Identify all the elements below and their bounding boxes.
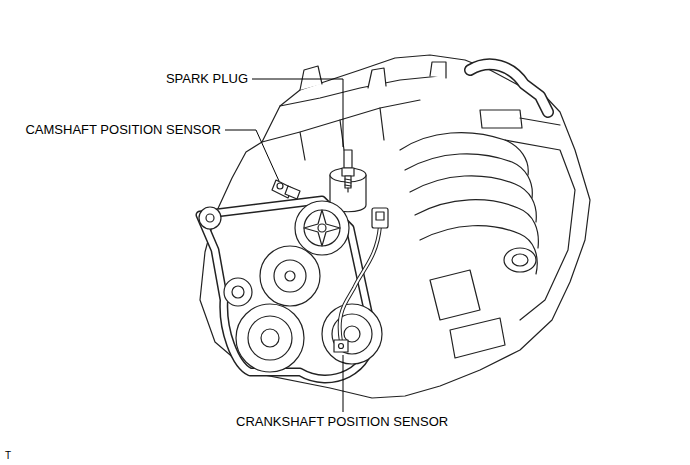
leader-line (225, 130, 279, 181)
part-label: CRANKSHAFT POSITION SENSOR (236, 415, 448, 429)
leader-line (343, 355, 344, 412)
engine-drawing (199, 55, 590, 398)
part-label: CAMSHAFT POSITION SENSOR (25, 123, 221, 137)
spark-plug-symbol (342, 150, 354, 192)
figure-code: T (5, 450, 11, 461)
leader-line (252, 79, 343, 147)
camshaft-sensor-symbol (272, 180, 300, 199)
crankshaft-sensor-symbol (334, 340, 348, 352)
leader-lines (225, 79, 343, 412)
part-label: SPARK PLUG (166, 72, 248, 86)
